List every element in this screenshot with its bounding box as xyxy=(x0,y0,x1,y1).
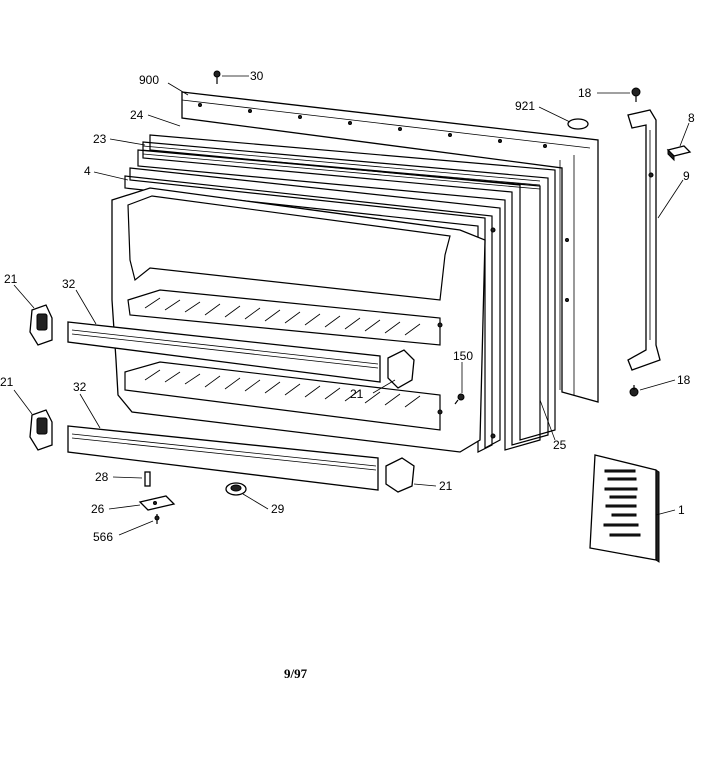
callout-21-right-upper: 21 xyxy=(350,387,364,401)
callout-30: 30 xyxy=(250,69,264,83)
callout-32-upper: 32 xyxy=(62,277,76,291)
shelf-bar-upper xyxy=(67,321,381,383)
end-cap-left-upper xyxy=(29,304,53,346)
leader-lines xyxy=(13,75,690,536)
callout-1: 1 xyxy=(678,503,685,517)
door-hinge xyxy=(627,109,661,371)
callout-23: 23 xyxy=(93,132,107,146)
callout-labels: 900 30 24 23 4 921 18 8 9 18 21 32 21 32… xyxy=(0,69,695,544)
hinge-cap-8 xyxy=(666,145,692,162)
screw-28 xyxy=(144,471,151,487)
grommet-29 xyxy=(225,482,247,496)
screw-30 xyxy=(213,70,221,84)
plug-921 xyxy=(567,118,589,130)
callout-21-right-lower: 21 xyxy=(439,479,453,493)
bracket-26 xyxy=(138,495,176,511)
callout-18-top: 18 xyxy=(578,86,592,100)
callout-29: 29 xyxy=(271,502,285,516)
date-code: 9/97 xyxy=(284,666,308,681)
callout-28: 28 xyxy=(95,470,109,484)
callout-32-lower: 32 xyxy=(73,380,87,394)
callout-150: 150 xyxy=(453,349,473,363)
callout-26: 26 xyxy=(91,502,105,516)
callout-21-left-lower: 21 xyxy=(0,375,14,389)
end-cap-right-lower xyxy=(385,457,415,493)
callout-9: 9 xyxy=(683,169,690,183)
callout-8: 8 xyxy=(688,111,695,125)
end-cap-left-lower xyxy=(29,409,53,451)
shelf-bar-lower xyxy=(67,425,379,491)
screw-566 xyxy=(154,514,160,524)
screw-150 xyxy=(454,393,465,405)
callout-900: 900 xyxy=(139,73,159,87)
callout-4: 4 xyxy=(84,164,91,178)
callout-21-left-upper: 21 xyxy=(4,272,18,286)
callout-25: 25 xyxy=(553,438,567,452)
inner-door-liner xyxy=(111,187,496,453)
screw-18-top xyxy=(631,87,641,102)
callout-18-bottom: 18 xyxy=(677,373,691,387)
instruction-booklet xyxy=(589,454,660,563)
door-liner-frame xyxy=(124,167,501,453)
outer-door-panel xyxy=(181,91,599,403)
callout-921: 921 xyxy=(515,99,535,113)
door-gasket-frames xyxy=(137,134,556,451)
end-cap-right-upper xyxy=(387,349,415,389)
callout-566: 566 xyxy=(93,530,113,544)
callout-24: 24 xyxy=(130,108,144,122)
screw-18-bottom xyxy=(629,385,639,397)
